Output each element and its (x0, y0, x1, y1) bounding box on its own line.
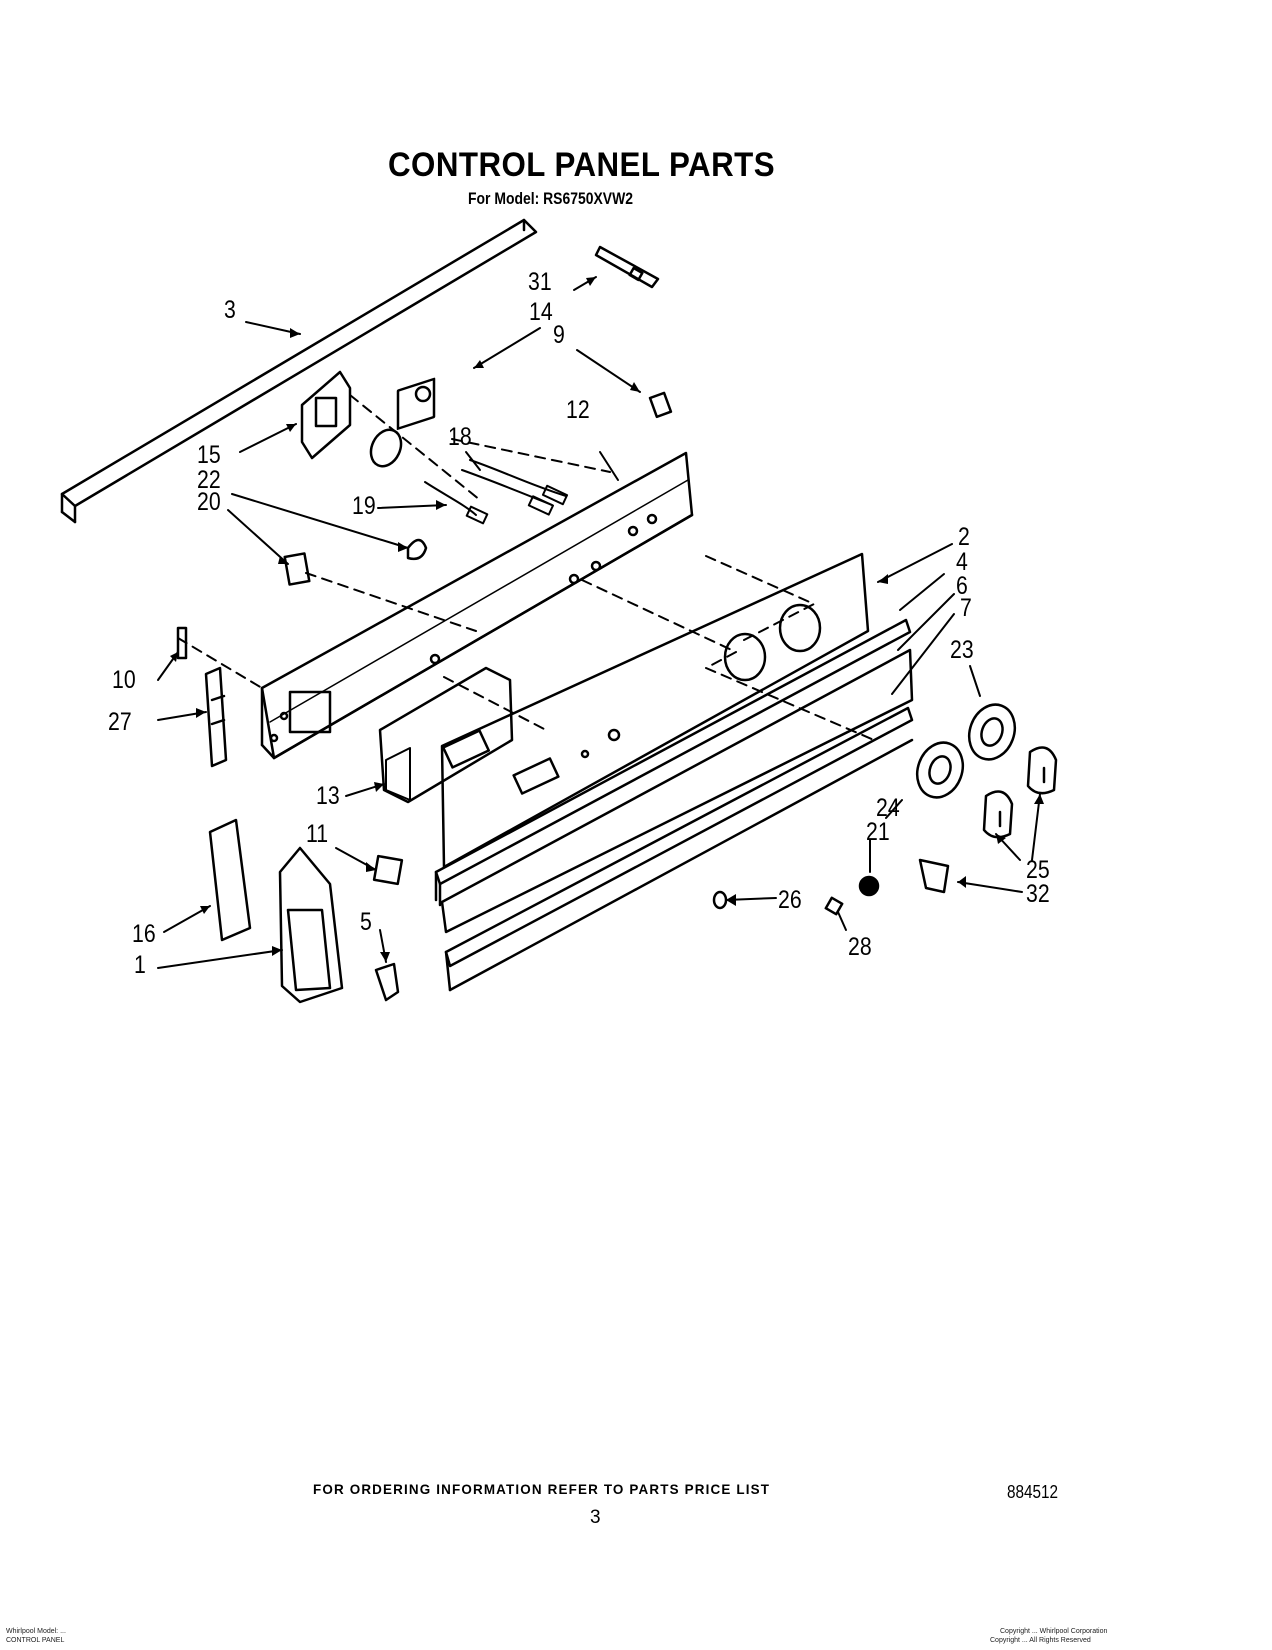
callout-18: 18 (448, 423, 472, 451)
end-cap-16 (208, 818, 252, 942)
grommet-26 (712, 890, 728, 910)
control-panel-12 (260, 451, 694, 760)
housing-15 (300, 370, 352, 460)
callout-3: 3 (224, 296, 236, 324)
callout-arrowheads (170, 277, 1044, 962)
callout-10: 10 (112, 666, 136, 694)
bottom-left-line-2: CONTROL PANEL (6, 1637, 65, 1644)
callout-28: 28 (848, 933, 872, 961)
nut-plate-11 (372, 854, 404, 886)
callout-15: 15 (197, 441, 221, 469)
callout-7: 7 (960, 594, 972, 622)
fastener-28 (824, 896, 844, 916)
screw-21 (858, 875, 880, 897)
trim-strip-4 (434, 618, 912, 907)
callout-4: 4 (956, 548, 968, 576)
bottom-left-line-1: Whirlpool Model: ... (6, 1628, 66, 1635)
leader-dash-lines (177, 394, 875, 741)
model-subtitle: For Model: RS6750XVW2 (468, 189, 633, 208)
callout-27: 27 (108, 708, 132, 736)
callout-5: 5 (360, 908, 372, 936)
switch-14 (396, 377, 436, 430)
top-trim-rail (60, 218, 538, 524)
wire-harness (424, 459, 569, 525)
end-cap-housing-1 (278, 846, 344, 1004)
copyright-line-1: Copyright ... Whirlpool Corporation (1000, 1628, 1108, 1635)
callout-25: 25 (1026, 856, 1050, 884)
callout-22: 22 (197, 466, 221, 494)
callout-21: 21 (866, 818, 890, 846)
connector-20 (283, 552, 311, 586)
callout-16: 16 (132, 920, 156, 948)
callout-26: 26 (778, 886, 802, 914)
callout-12: 12 (566, 396, 590, 424)
callout-31: 31 (528, 268, 552, 296)
callout-6: 6 (956, 572, 968, 600)
bracket-27 (204, 666, 228, 768)
callout-14: 14 (529, 298, 553, 326)
callout-24: 24 (876, 794, 900, 822)
knob-25 (982, 746, 1058, 839)
clip-9 (648, 391, 673, 419)
callout-32: 32 (1026, 880, 1050, 908)
ring-part (369, 428, 403, 468)
callout-13: 13 (316, 782, 340, 810)
callout-19: 19 (352, 492, 376, 520)
copyright-line-2: Copyright ... All Rights Reserved (990, 1637, 1091, 1644)
clip-22 (406, 538, 428, 561)
console-panel-2 (440, 552, 870, 869)
page-number: 3 (590, 1507, 601, 1528)
bracket-31 (594, 245, 660, 289)
clip-32 (918, 858, 950, 894)
callout-2: 2 (958, 523, 970, 551)
diagram-title: CONTROL PANEL PARTS (388, 146, 776, 184)
clip-10 (176, 626, 188, 660)
knob-skirt-24 (915, 741, 965, 799)
trim-strip-7 (444, 706, 914, 992)
document-number: 884512 (1007, 1482, 1059, 1502)
trim-strip-6 (440, 648, 914, 934)
clock-module-13 (378, 666, 514, 804)
clip-5 (374, 962, 400, 1002)
callout-20: 20 (197, 488, 221, 516)
knob-skirt-23 (967, 703, 1017, 761)
callout-9: 9 (553, 321, 565, 349)
callout-1: 1 (134, 951, 146, 979)
callout-23: 23 (950, 636, 974, 664)
ordering-info-note: FOR ORDERING INFORMATION REFER TO PARTS … (313, 1481, 771, 1497)
callout-11: 11 (306, 820, 329, 848)
